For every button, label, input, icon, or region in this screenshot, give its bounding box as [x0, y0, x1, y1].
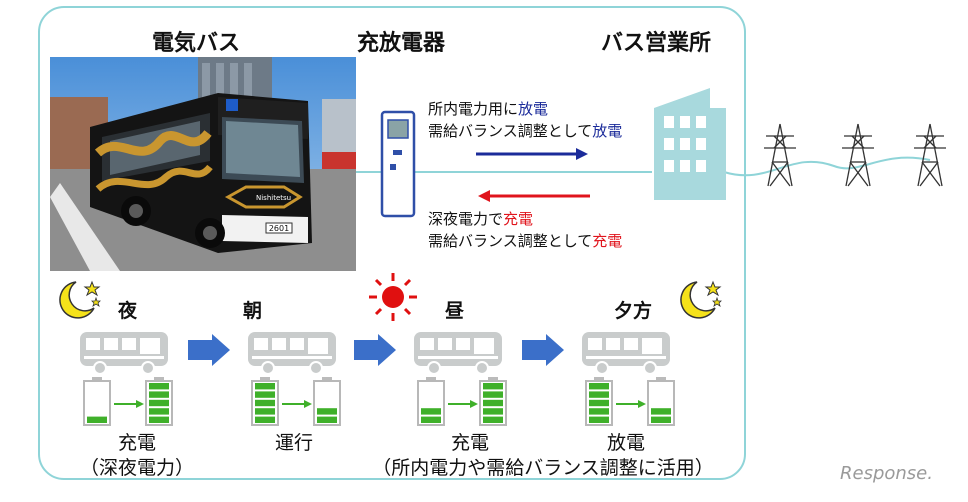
caption-night: 充電 （深夜電力） [72, 431, 202, 481]
moon-icon [680, 280, 722, 319]
discharge-line1-prefix: 所内電力用に [428, 100, 519, 118]
bus-icon [248, 332, 336, 375]
bus-photo: 2601 Nishitetsu [50, 57, 356, 271]
discharge-arrow-icon [476, 148, 588, 160]
watermark-logo: Response. [840, 463, 933, 484]
time-label-morning: 朝 [243, 300, 263, 322]
caption-day-line2: （所内電力や需給バランス調整に活用） [372, 457, 714, 479]
bus-icon [582, 332, 670, 375]
charge-line2-prefix: 需給バランス調整として [428, 232, 593, 250]
charge-line1-highlight: 充電 [503, 210, 534, 228]
transition-arrow-icon [282, 400, 312, 408]
discharge-note: 所内電力用に放電 需給バランス調整として放電 [428, 98, 622, 142]
office-building-icon [654, 88, 726, 200]
bus-icon [414, 332, 502, 375]
caption-night-line2: （深夜電力） [79, 457, 194, 479]
transition-arrow-icon [114, 400, 144, 408]
bus-icon [80, 332, 168, 375]
time-label-day: 昼 [445, 300, 465, 322]
sun-icon [369, 273, 417, 321]
time-label-evening: 夕方 [614, 300, 653, 322]
caption-day-line1: 充電 [450, 432, 489, 454]
battery-after-icon [145, 377, 173, 426]
battery-before-icon [83, 377, 111, 426]
charge-arrow-icon [478, 190, 590, 202]
charger-unit-icon [380, 110, 416, 218]
battery-before-icon [585, 377, 613, 426]
discharge-line1-highlight: 放電 [518, 100, 549, 118]
diagram-frame [38, 6, 746, 480]
header-charger: 充放電器 [357, 31, 446, 56]
bus-plate: 2601 [269, 224, 289, 233]
battery-before-icon [417, 377, 445, 426]
discharge-line2-highlight: 放電 [592, 122, 623, 140]
charge-line2-highlight: 充電 [592, 232, 623, 250]
caption-night-line1: 充電 [117, 432, 156, 454]
charge-note: 深夜電力で充電 需給バランス調整として充電 [428, 208, 622, 252]
stage-arrow-icon [188, 334, 230, 366]
moon-icon [59, 280, 101, 319]
bus-brand: Nishitetsu [256, 194, 291, 202]
stage-arrow-icon [522, 334, 564, 366]
transition-arrow-icon [448, 400, 478, 408]
caption-morning: 運行 [274, 432, 313, 454]
discharge-line2-prefix: 需給バランス調整として [428, 122, 593, 140]
stage-arrow-icon [354, 334, 396, 366]
header-electric-bus: 電気バス [152, 31, 241, 56]
battery-after-icon [313, 377, 341, 426]
time-label-night: 夜 [118, 300, 138, 322]
charge-line1-prefix: 深夜電力で [428, 210, 504, 228]
power-towers-icon [764, 123, 946, 187]
battery-after-icon [647, 377, 675, 426]
battery-after-icon [479, 377, 507, 426]
battery-before-icon [251, 377, 279, 426]
transition-arrow-icon [616, 400, 646, 408]
header-bus-office: バス営業所 [601, 31, 712, 56]
caption-evening: 放電 [606, 432, 645, 454]
